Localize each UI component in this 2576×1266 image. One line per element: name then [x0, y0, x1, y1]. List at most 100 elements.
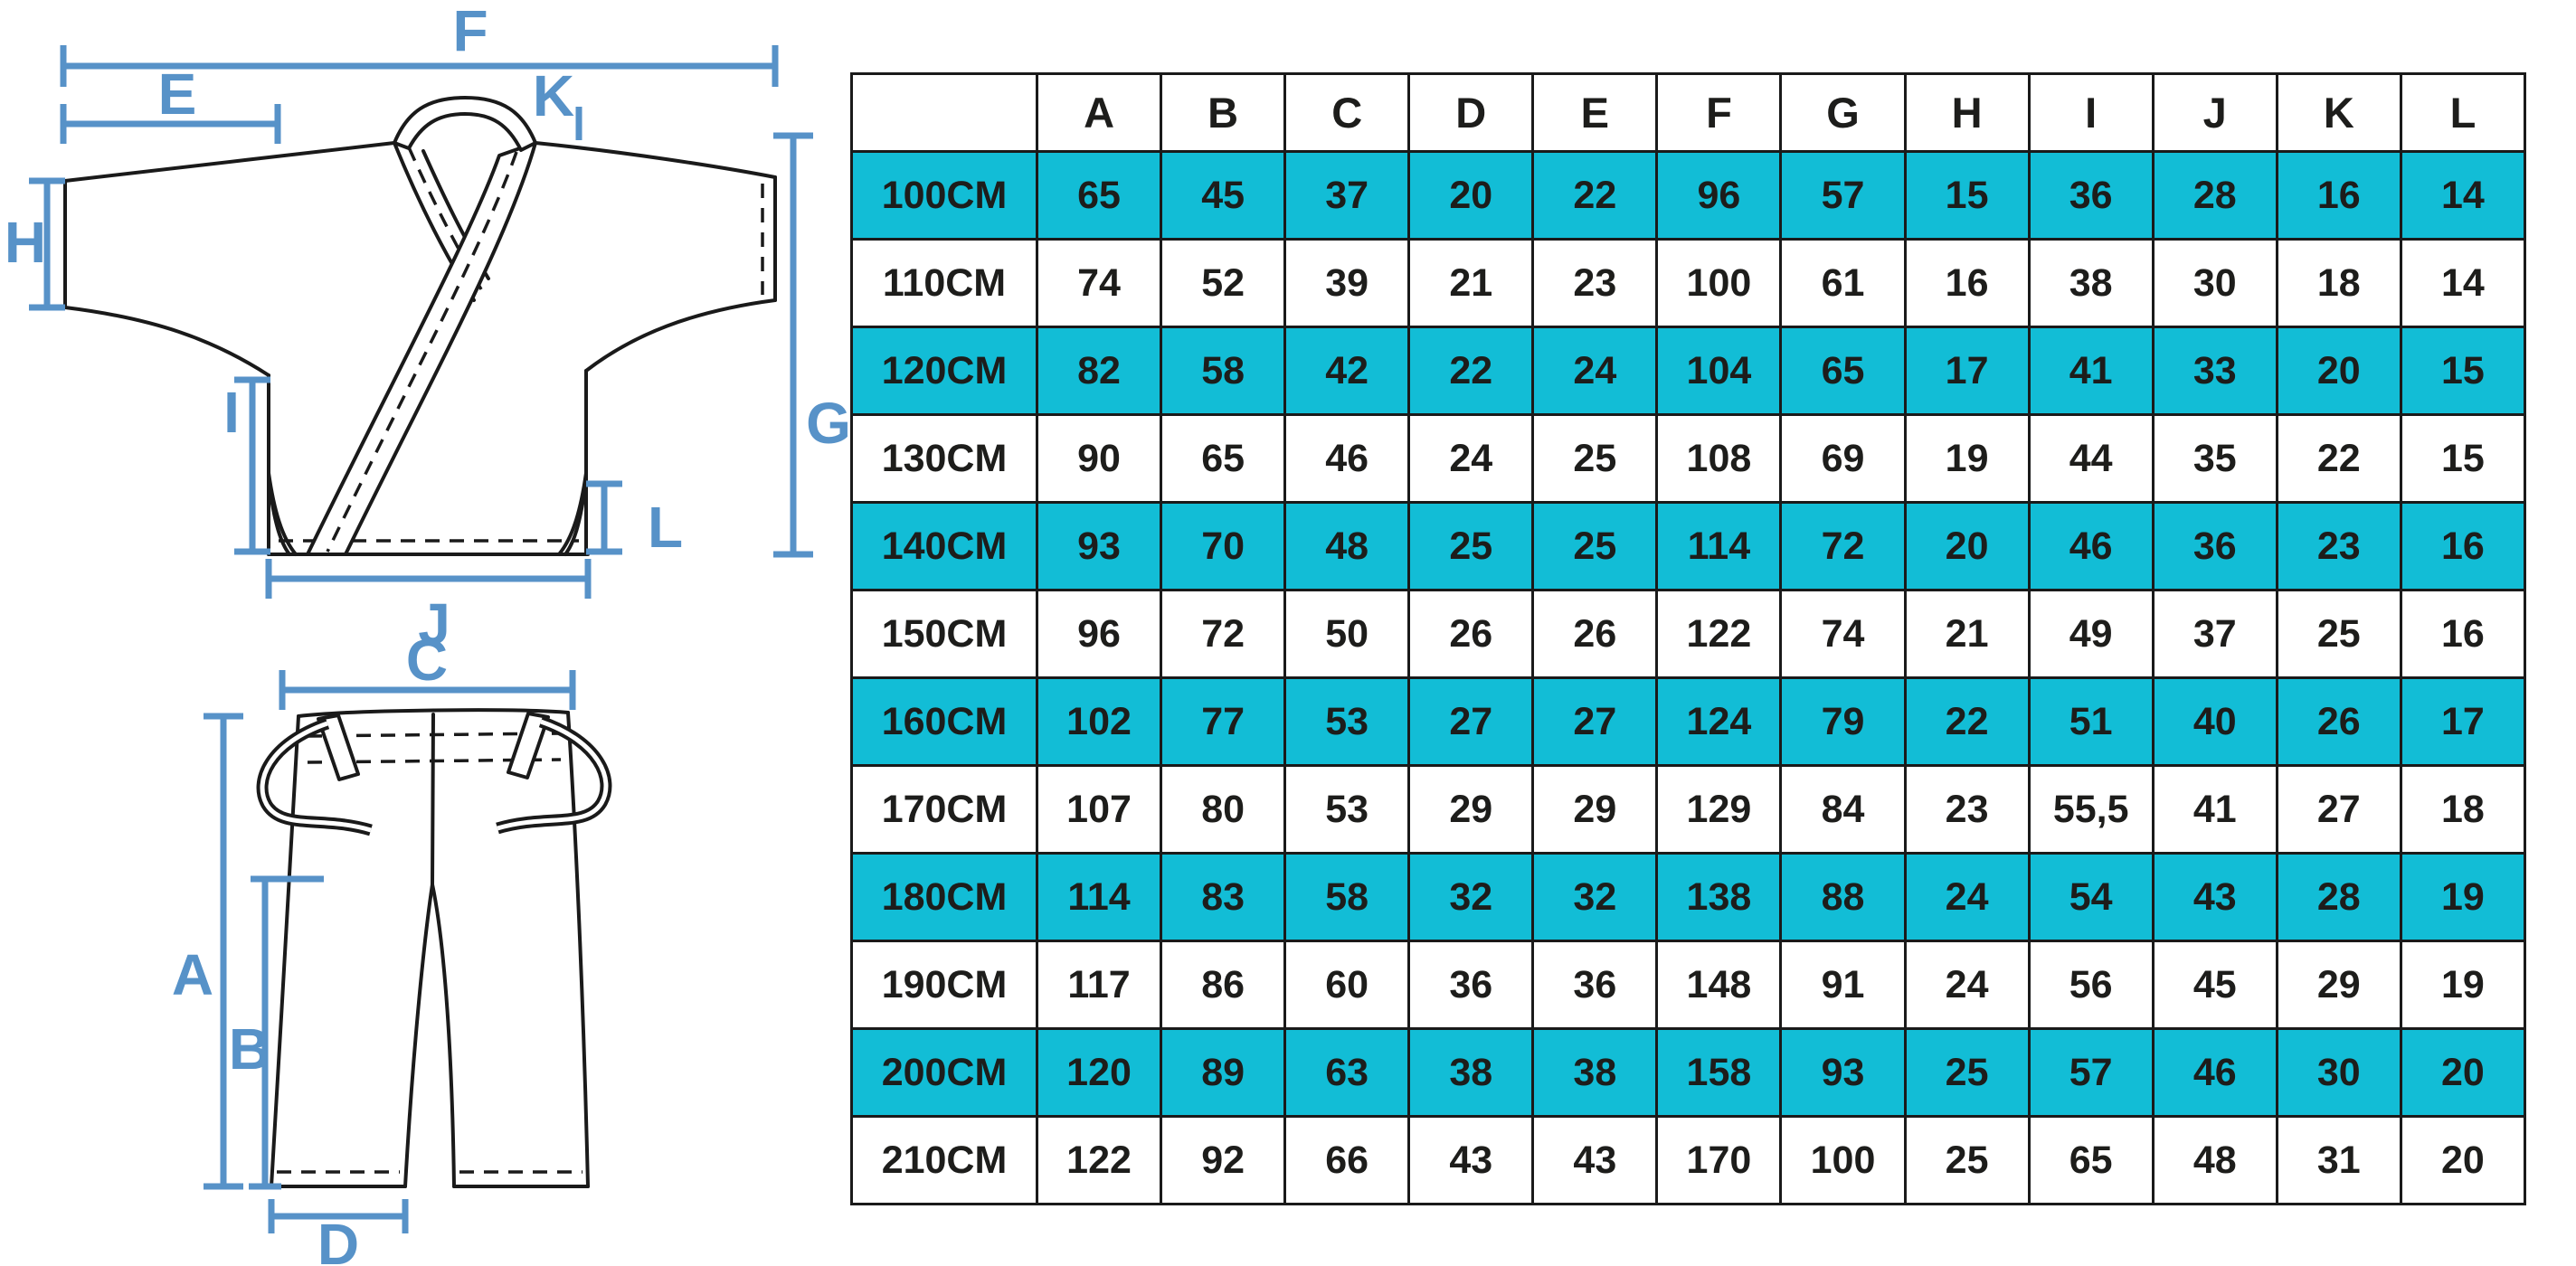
column-header: G	[1779, 72, 1907, 153]
value-cell: 52	[1160, 238, 1287, 328]
value-cell: 18	[2275, 238, 2402, 328]
column-header: H	[1903, 72, 2031, 153]
dimension-F: F	[60, 0, 779, 87]
value-cell: 17	[1903, 326, 2031, 416]
value-cell: 43	[1531, 1115, 1659, 1205]
value-cell: 72	[1160, 589, 1287, 679]
value-cell: 30	[2151, 238, 2278, 328]
value-cell: 15	[2399, 326, 2527, 416]
value-cell: 100	[1779, 1115, 1907, 1205]
value-cell: 90	[1035, 413, 1163, 504]
value-cell: 38	[1531, 1027, 1659, 1118]
value-cell: 26	[1531, 589, 1659, 679]
value-cell: 122	[1035, 1115, 1163, 1205]
pants-diagram: C	[172, 633, 612, 1266]
value-cell: 26	[1407, 589, 1535, 679]
value-cell: 124	[1655, 676, 1783, 767]
label-L: L	[648, 495, 683, 560]
value-cell: 93	[1779, 1027, 1907, 1118]
value-cell: 37	[1283, 150, 1411, 241]
value-cell: 28	[2275, 852, 2402, 942]
value-cell: 138	[1655, 852, 1783, 942]
value-cell: 23	[2275, 501, 2402, 591]
value-cell: 31	[2275, 1115, 2402, 1205]
value-cell: 41	[2151, 764, 2278, 855]
jacket-outline	[63, 96, 777, 556]
value-cell: 65	[1160, 413, 1287, 504]
value-cell: 50	[1283, 589, 1411, 679]
value-cell: 15	[2399, 413, 2527, 504]
value-cell: 49	[2027, 589, 2155, 679]
value-cell: 16	[2275, 150, 2402, 241]
value-cell: 114	[1035, 852, 1163, 942]
value-cell: 83	[1160, 852, 1287, 942]
column-header: K	[2275, 72, 2402, 153]
value-cell: 25	[1903, 1115, 2031, 1205]
label-I: I	[223, 380, 240, 445]
value-cell: 102	[1035, 676, 1163, 767]
value-cell: 57	[2027, 1027, 2155, 1118]
value-cell: 51	[2027, 676, 2155, 767]
value-cell: 24	[1903, 940, 2031, 1030]
value-cell: 104	[1655, 326, 1783, 416]
column-header: F	[1655, 72, 1783, 153]
pants-outline	[256, 708, 612, 1188]
value-cell: 22	[1903, 676, 2031, 767]
value-cell: 96	[1655, 150, 1783, 241]
label-F: F	[452, 0, 488, 63]
value-cell: 46	[1283, 413, 1411, 504]
value-cell: 57	[1779, 150, 1907, 241]
value-cell: 38	[1407, 1027, 1535, 1118]
value-cell: 69	[1779, 413, 1907, 504]
column-header: J	[2151, 72, 2278, 153]
value-cell: 86	[1160, 940, 1287, 1030]
value-cell: 37	[2151, 589, 2278, 679]
value-cell: 53	[1283, 764, 1411, 855]
value-cell: 70	[1160, 501, 1287, 591]
value-cell: 82	[1035, 326, 1163, 416]
value-cell: 96	[1035, 589, 1163, 679]
column-header: A	[1035, 72, 1163, 153]
value-cell: 22	[1407, 326, 1535, 416]
label-A: A	[172, 942, 213, 1007]
value-cell: 77	[1160, 676, 1287, 767]
value-cell: 92	[1160, 1115, 1287, 1205]
size-cell: 120CM	[850, 326, 1038, 416]
value-cell: 16	[2399, 589, 2527, 679]
value-cell: 18	[2399, 764, 2527, 855]
value-cell: 107	[1035, 764, 1163, 855]
value-cell: 14	[2399, 150, 2527, 241]
value-cell: 26	[2275, 676, 2402, 767]
size-cell: 100CM	[850, 150, 1038, 241]
size-cell: 130CM	[850, 413, 1038, 504]
column-header: C	[1283, 72, 1411, 153]
value-cell: 24	[1531, 326, 1659, 416]
value-cell: 88	[1779, 852, 1907, 942]
jacket-diagram: F E K	[5, 0, 850, 657]
value-cell: 23	[1903, 764, 2031, 855]
value-cell: 43	[2151, 852, 2278, 942]
value-cell: 40	[2151, 676, 2278, 767]
size-cell: 200CM	[850, 1027, 1038, 1118]
value-cell: 60	[1283, 940, 1411, 1030]
value-cell: 48	[1283, 501, 1411, 591]
value-cell: 15	[1903, 150, 2031, 241]
value-cell: 80	[1160, 764, 1287, 855]
value-cell: 30	[2275, 1027, 2402, 1118]
value-cell: 41	[2027, 326, 2155, 416]
value-cell: 27	[1407, 676, 1535, 767]
value-cell: 24	[1903, 852, 2031, 942]
dimension-D: D	[268, 1199, 409, 1266]
value-cell: 25	[1531, 501, 1659, 591]
value-cell: 72	[1779, 501, 1907, 591]
